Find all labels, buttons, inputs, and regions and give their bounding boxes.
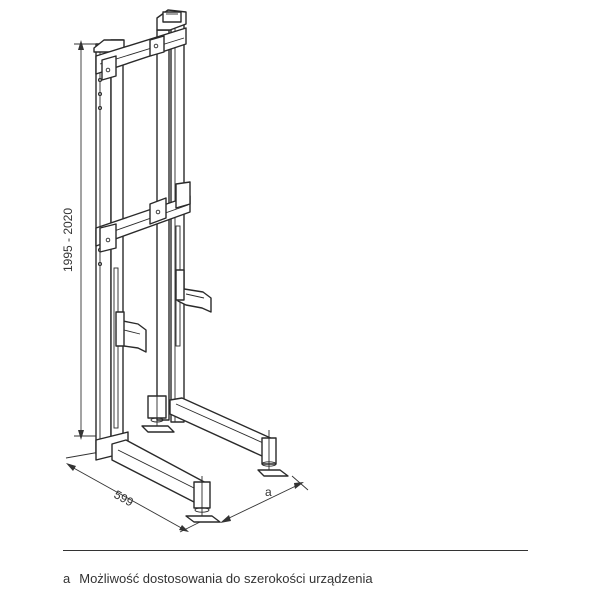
rear-base-rail <box>169 397 276 457</box>
rear-frame <box>156 9 212 423</box>
adjust-dimension-label: a <box>265 485 272 499</box>
adjust-dimension-line <box>224 483 301 521</box>
width-extension-left <box>65 451 101 459</box>
top-crossbar <box>95 27 187 81</box>
rear-left-post <box>156 29 170 421</box>
height-arrow-top <box>78 40 84 50</box>
middle-crossbar <box>95 181 191 253</box>
height-arrow-bottom <box>78 430 84 440</box>
legend: a Możliwość dostosowania do szerokości ur… <box>63 571 373 586</box>
height-dimension-label: 1995 - 2020 <box>61 208 75 272</box>
legend-text: Możliwość dostosowania do szerokości urz… <box>79 571 373 586</box>
width-dimension-line <box>69 465 186 531</box>
adjust-arrow-left <box>220 515 231 523</box>
width-arrow-right <box>179 525 189 532</box>
legend-letter: a <box>63 571 71 586</box>
height-dimension: 1995 - 2020 <box>61 40 96 440</box>
front-adjust-slot <box>113 267 119 429</box>
rear-right-post <box>170 23 185 423</box>
separator-line <box>63 550 528 551</box>
front-base <box>95 431 221 523</box>
adjust-arrow-right <box>294 482 304 489</box>
adjust-dimension: a <box>220 475 309 523</box>
width-arrow-left <box>66 463 76 471</box>
rear-base <box>141 395 289 477</box>
